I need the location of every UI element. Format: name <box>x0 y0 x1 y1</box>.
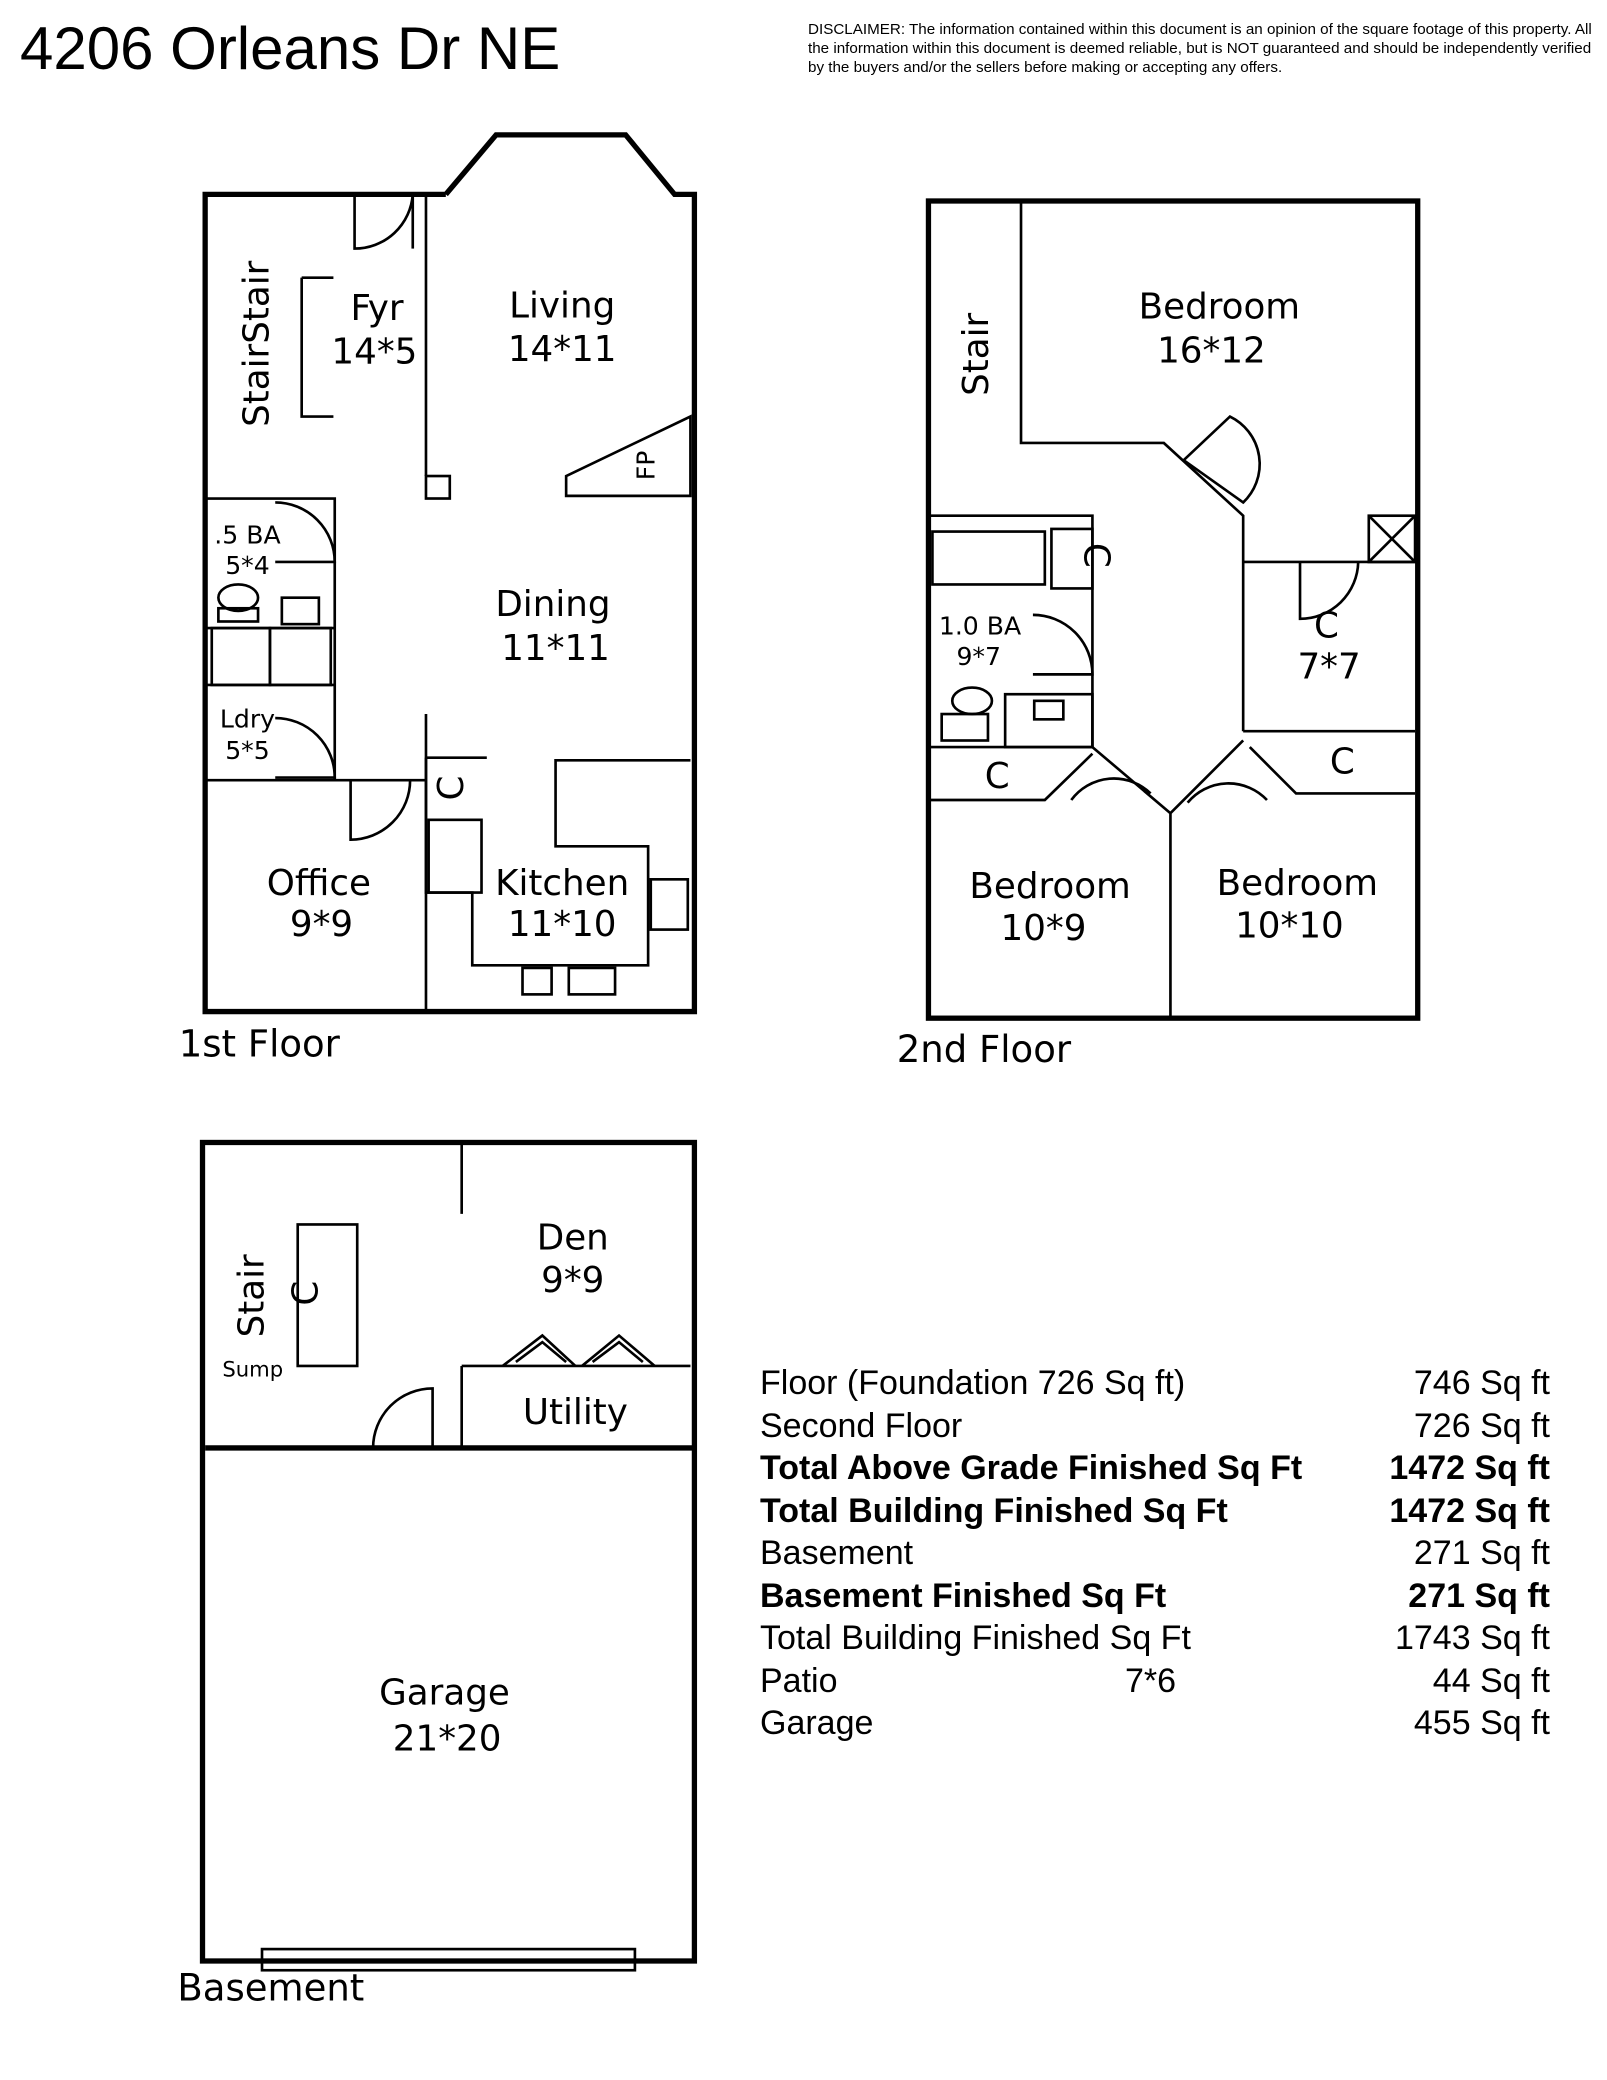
room-dim: 14*11 <box>508 329 617 370</box>
room-label: Stair <box>231 1254 272 1337</box>
area-name: Floor (Foundation 726 Sq ft) <box>760 1364 1186 1402</box>
room-label: Kitchen <box>495 863 629 904</box>
closet-label: C <box>985 756 1010 797</box>
room-dim: 9*9 <box>290 904 353 945</box>
area-row: Garage 455 Sq ft <box>760 1702 1550 1745</box>
room-dim: 11*10 <box>508 904 617 945</box>
area-row: Second Floor 726 Sq ft <box>760 1405 1550 1448</box>
area-value: 271 Sq ft <box>1408 1576 1550 1615</box>
area-name: Total Building Finished Sq Ft <box>760 1491 1228 1530</box>
floor-label: Basement <box>177 1967 364 2010</box>
room-label: .5 BA <box>214 520 280 549</box>
room-dim: 10*10 <box>1235 906 1344 947</box>
area-row: Basement Finished Sq Ft 271 Sq ft <box>760 1575 1550 1618</box>
area-dimensions: 7*6 <box>1125 1661 1177 1700</box>
area-row: Basement 271 Sq ft <box>760 1532 1550 1575</box>
room-dim: 14*5 <box>331 332 417 373</box>
area-value: 1472 Sq ft <box>1389 1491 1550 1530</box>
floor-label: 2nd Floor <box>897 1028 1072 1071</box>
area-value: 726 Sq ft <box>1413 1406 1550 1445</box>
floor-label: 1st Floor <box>179 1023 341 1066</box>
room-label: 1.0 BA <box>939 612 1021 641</box>
area-row: Total Building Finished Sq Ft 1472 Sq ft <box>760 1490 1550 1533</box>
fireplace-label: FP <box>632 451 661 481</box>
area-name: Patio <box>760 1661 838 1700</box>
room-dim: 16*12 <box>1157 330 1266 371</box>
room-label: Fyr <box>351 288 404 329</box>
room-dim: 9*7 <box>956 642 1001 671</box>
area-value: 455 Sq ft <box>1413 1704 1550 1742</box>
room-dim: 21*20 <box>393 1719 502 1760</box>
area-row: Total Above Grade Finished Sq Ft 1472 Sq … <box>760 1447 1550 1490</box>
room-label: StairStair <box>237 260 278 427</box>
area-value: 1743 Sq ft <box>1394 1619 1550 1657</box>
area-row: Floor (Foundation 726 Sq ft) 746 Sq ft <box>760 1362 1550 1405</box>
room-label: Dining <box>495 584 610 625</box>
closet-label: C <box>1330 742 1355 783</box>
area-row: Patio 7*6 44 Sq ft <box>760 1660 1550 1703</box>
second-floor-plan: Stair Bedroom 16*12 C 1.0 BA 9*7 C 7*7 C… <box>897 198 1421 1071</box>
closet-label: C <box>1075 543 1116 568</box>
room-dim: 11*11 <box>501 628 610 669</box>
area-value: 1472 Sq ft <box>1389 1449 1550 1487</box>
closet-label: C <box>286 1281 327 1306</box>
area-value: 44 Sq ft <box>1432 1661 1550 1700</box>
area-name: Basement <box>760 1534 914 1572</box>
disclaimer: DISCLAIMER: The information contained wi… <box>808 21 1592 76</box>
basement-plan: Stair C Sump Den 9*9 Utility Garage 21*2… <box>177 1139 698 2010</box>
area-value: 271 Sq ft <box>1413 1534 1550 1572</box>
room-dim: 10*9 <box>1001 908 1087 949</box>
sump-label: Sump <box>222 1357 283 1382</box>
area-name: Second Floor <box>760 1406 963 1445</box>
room-label: Bedroom <box>1139 287 1300 328</box>
room-label: Den <box>537 1218 609 1259</box>
area-value: 746 Sq ft <box>1413 1364 1550 1402</box>
room-label: Bedroom <box>969 866 1130 907</box>
closet-label: C <box>431 776 472 801</box>
room-label: Utility <box>523 1392 628 1433</box>
area-name: Total Above Grade Finished Sq Ft <box>760 1449 1303 1487</box>
area-name: Garage <box>760 1704 874 1742</box>
room-dim: 5*4 <box>225 551 270 580</box>
area-name: Total Building Finished Sq Ft <box>760 1619 1191 1657</box>
room-label: Garage <box>379 1672 510 1713</box>
area-row: Total Building Finished Sq Ft 1743 Sq ft <box>760 1617 1550 1660</box>
room-dim: 9*9 <box>541 1260 604 1301</box>
room-label: Stair <box>956 313 997 396</box>
room-dim: 7*7 <box>1297 646 1360 687</box>
room-label: Bedroom <box>1217 863 1378 904</box>
room-label: Ldry <box>220 704 275 733</box>
first-floor-plan: StairStair Fyr 14*5 Living 14*11 FP .5 B… <box>179 132 698 1066</box>
closet-label: C <box>1314 605 1339 646</box>
area-name: Basement Finished Sq Ft <box>760 1576 1167 1615</box>
room-label: Living <box>509 285 615 326</box>
room-label: Office <box>267 863 371 904</box>
page-title: 4206 Orleans Dr NE <box>20 15 561 82</box>
room-dim: 5*5 <box>225 736 270 765</box>
